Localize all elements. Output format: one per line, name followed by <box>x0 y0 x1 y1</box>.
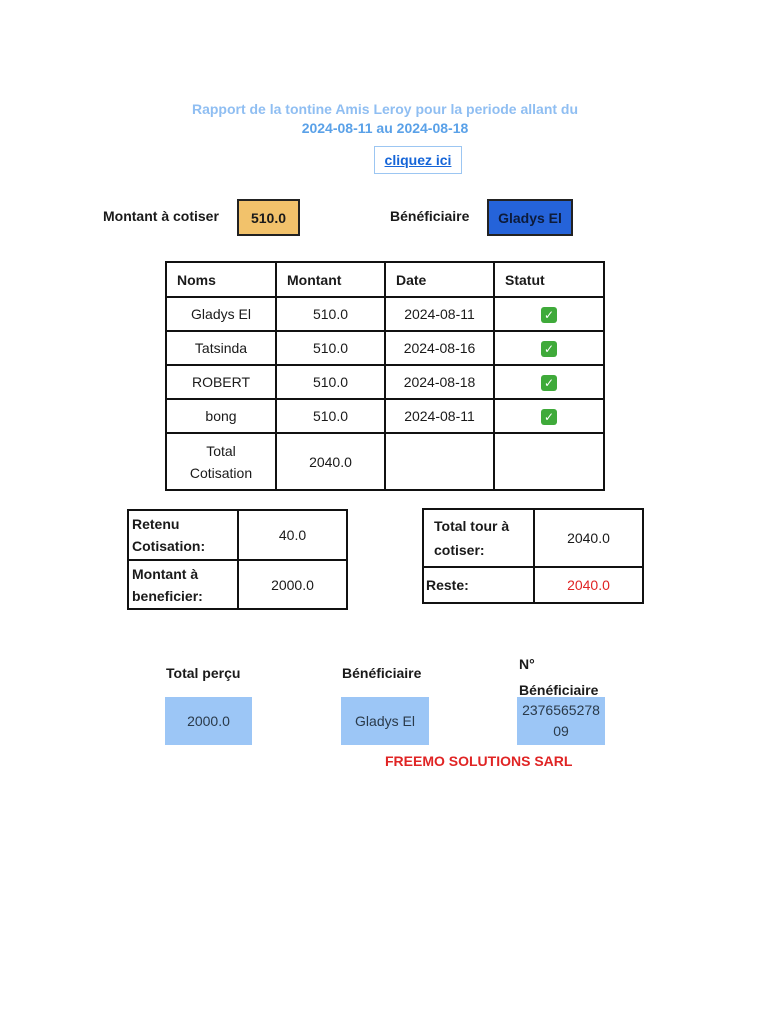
row-amount: 510.0 <box>275 296 386 332</box>
reste-value: 2040.0 <box>533 566 644 604</box>
total-tour-value: 2040.0 <box>533 508 644 568</box>
row-amount: 510.0 <box>275 330 386 366</box>
retenu-value: 40.0 <box>237 509 348 561</box>
row-name: ROBERT <box>165 364 277 400</box>
header-statut: Statut <box>493 261 605 298</box>
row-date: 2024-08-11 <box>384 398 495 434</box>
row-date: 2024-08-18 <box>384 364 495 400</box>
row-name: Tatsinda <box>165 330 277 366</box>
beneficiary-value: Gladys El <box>498 209 562 226</box>
total-empty-2 <box>493 432 605 491</box>
table-total-row: Total Cotisation 2040.0 <box>165 432 605 491</box>
reste-row: Reste: 2040.0 <box>422 566 644 604</box>
total-percu-label: Total perçu <box>166 665 241 681</box>
total-tour-label: Total tour à cotiser: <box>422 508 535 568</box>
row-status: ✓ <box>493 364 605 400</box>
montant-beneficier-value: 2000.0 <box>237 559 348 610</box>
click-here-link[interactable]: cliquez ici <box>384 152 452 168</box>
beneficiary-number-value: 237656527809 <box>522 702 600 739</box>
check-icon: ✓ <box>541 306 557 323</box>
beneficiary-badge: Gladys El <box>487 199 573 236</box>
bottom-beneficiary-label: Bénéficiaire <box>342 665 422 681</box>
row-name: Gladys El <box>165 296 277 332</box>
row-status: ✓ <box>493 296 605 332</box>
montant-beneficier-label: Montant à beneficier: <box>127 559 239 610</box>
table-row: ROBERT 510.0 2024-08-18 ✓ <box>165 364 605 400</box>
report-title: Rapport de la tontine Amis Leroy pour la… <box>150 100 620 138</box>
total-tour-row: Total tour à cotiser: 2040.0 <box>422 508 644 568</box>
row-amount: 510.0 <box>275 398 386 434</box>
table-row: bong 510.0 2024-08-11 ✓ <box>165 398 605 434</box>
retenu-box: Retenu Cotisation: 40.0 Montant à benefi… <box>127 509 348 610</box>
total-percu-value: 2000.0 <box>187 712 230 729</box>
row-status: ✓ <box>493 330 605 366</box>
reste-label: Reste: <box>422 566 535 604</box>
table-row: Gladys El 510.0 2024-08-11 ✓ <box>165 296 605 332</box>
header-date: Date <box>384 261 495 298</box>
company-footer: FREEMO SOLUTIONS SARL <box>385 753 573 769</box>
report-title-line2: 2024-08-11 au 2024-08-18 <box>301 120 469 136</box>
row-date: 2024-08-11 <box>384 296 495 332</box>
row-amount: 510.0 <box>275 364 386 400</box>
amount-label: Montant à cotiser <box>103 208 219 224</box>
table-header-row: Noms Montant Date Statut <box>165 261 605 298</box>
retenu-label: Retenu Cotisation: <box>127 509 239 561</box>
total-tour-box: Total tour à cotiser: 2040.0 Reste: 2040… <box>422 508 644 604</box>
header-noms: Noms <box>165 261 277 298</box>
beneficiary-number-label: N° Bénéficiaire <box>519 656 599 698</box>
check-icon: ✓ <box>541 340 557 357</box>
table-row: Tatsinda 510.0 2024-08-16 ✓ <box>165 330 605 366</box>
header-montant: Montant <box>275 261 386 298</box>
montant-row: Montant à beneficier: 2000.0 <box>127 559 348 610</box>
row-status: ✓ <box>493 398 605 434</box>
total-percu-tile: 2000.0 <box>165 697 252 745</box>
bottom-beneficiary-value: Gladys El <box>355 712 415 729</box>
row-name: bong <box>165 398 277 434</box>
beneficiary-number-tile: 237656527809 <box>517 697 605 745</box>
amount-value: 510.0 <box>250 209 287 226</box>
amount-badge: 510.0 <box>237 199 300 236</box>
check-icon: ✓ <box>541 408 557 425</box>
click-here-box: cliquez ici <box>374 146 462 174</box>
total-label: Total Cotisation <box>165 432 277 491</box>
beneficiary-label: Bénéficiaire <box>390 208 470 224</box>
row-date: 2024-08-16 <box>384 330 495 366</box>
total-empty-1 <box>384 432 495 491</box>
contributions-table: Noms Montant Date Statut Gladys El 510.0… <box>165 261 605 491</box>
retenu-row: Retenu Cotisation: 40.0 <box>127 509 348 561</box>
bottom-beneficiary-tile: Gladys El <box>341 697 429 745</box>
total-value: 2040.0 <box>275 432 386 491</box>
check-icon: ✓ <box>541 374 557 391</box>
report-title-line1: Rapport de la tontine Amis Leroy pour la… <box>191 101 579 117</box>
